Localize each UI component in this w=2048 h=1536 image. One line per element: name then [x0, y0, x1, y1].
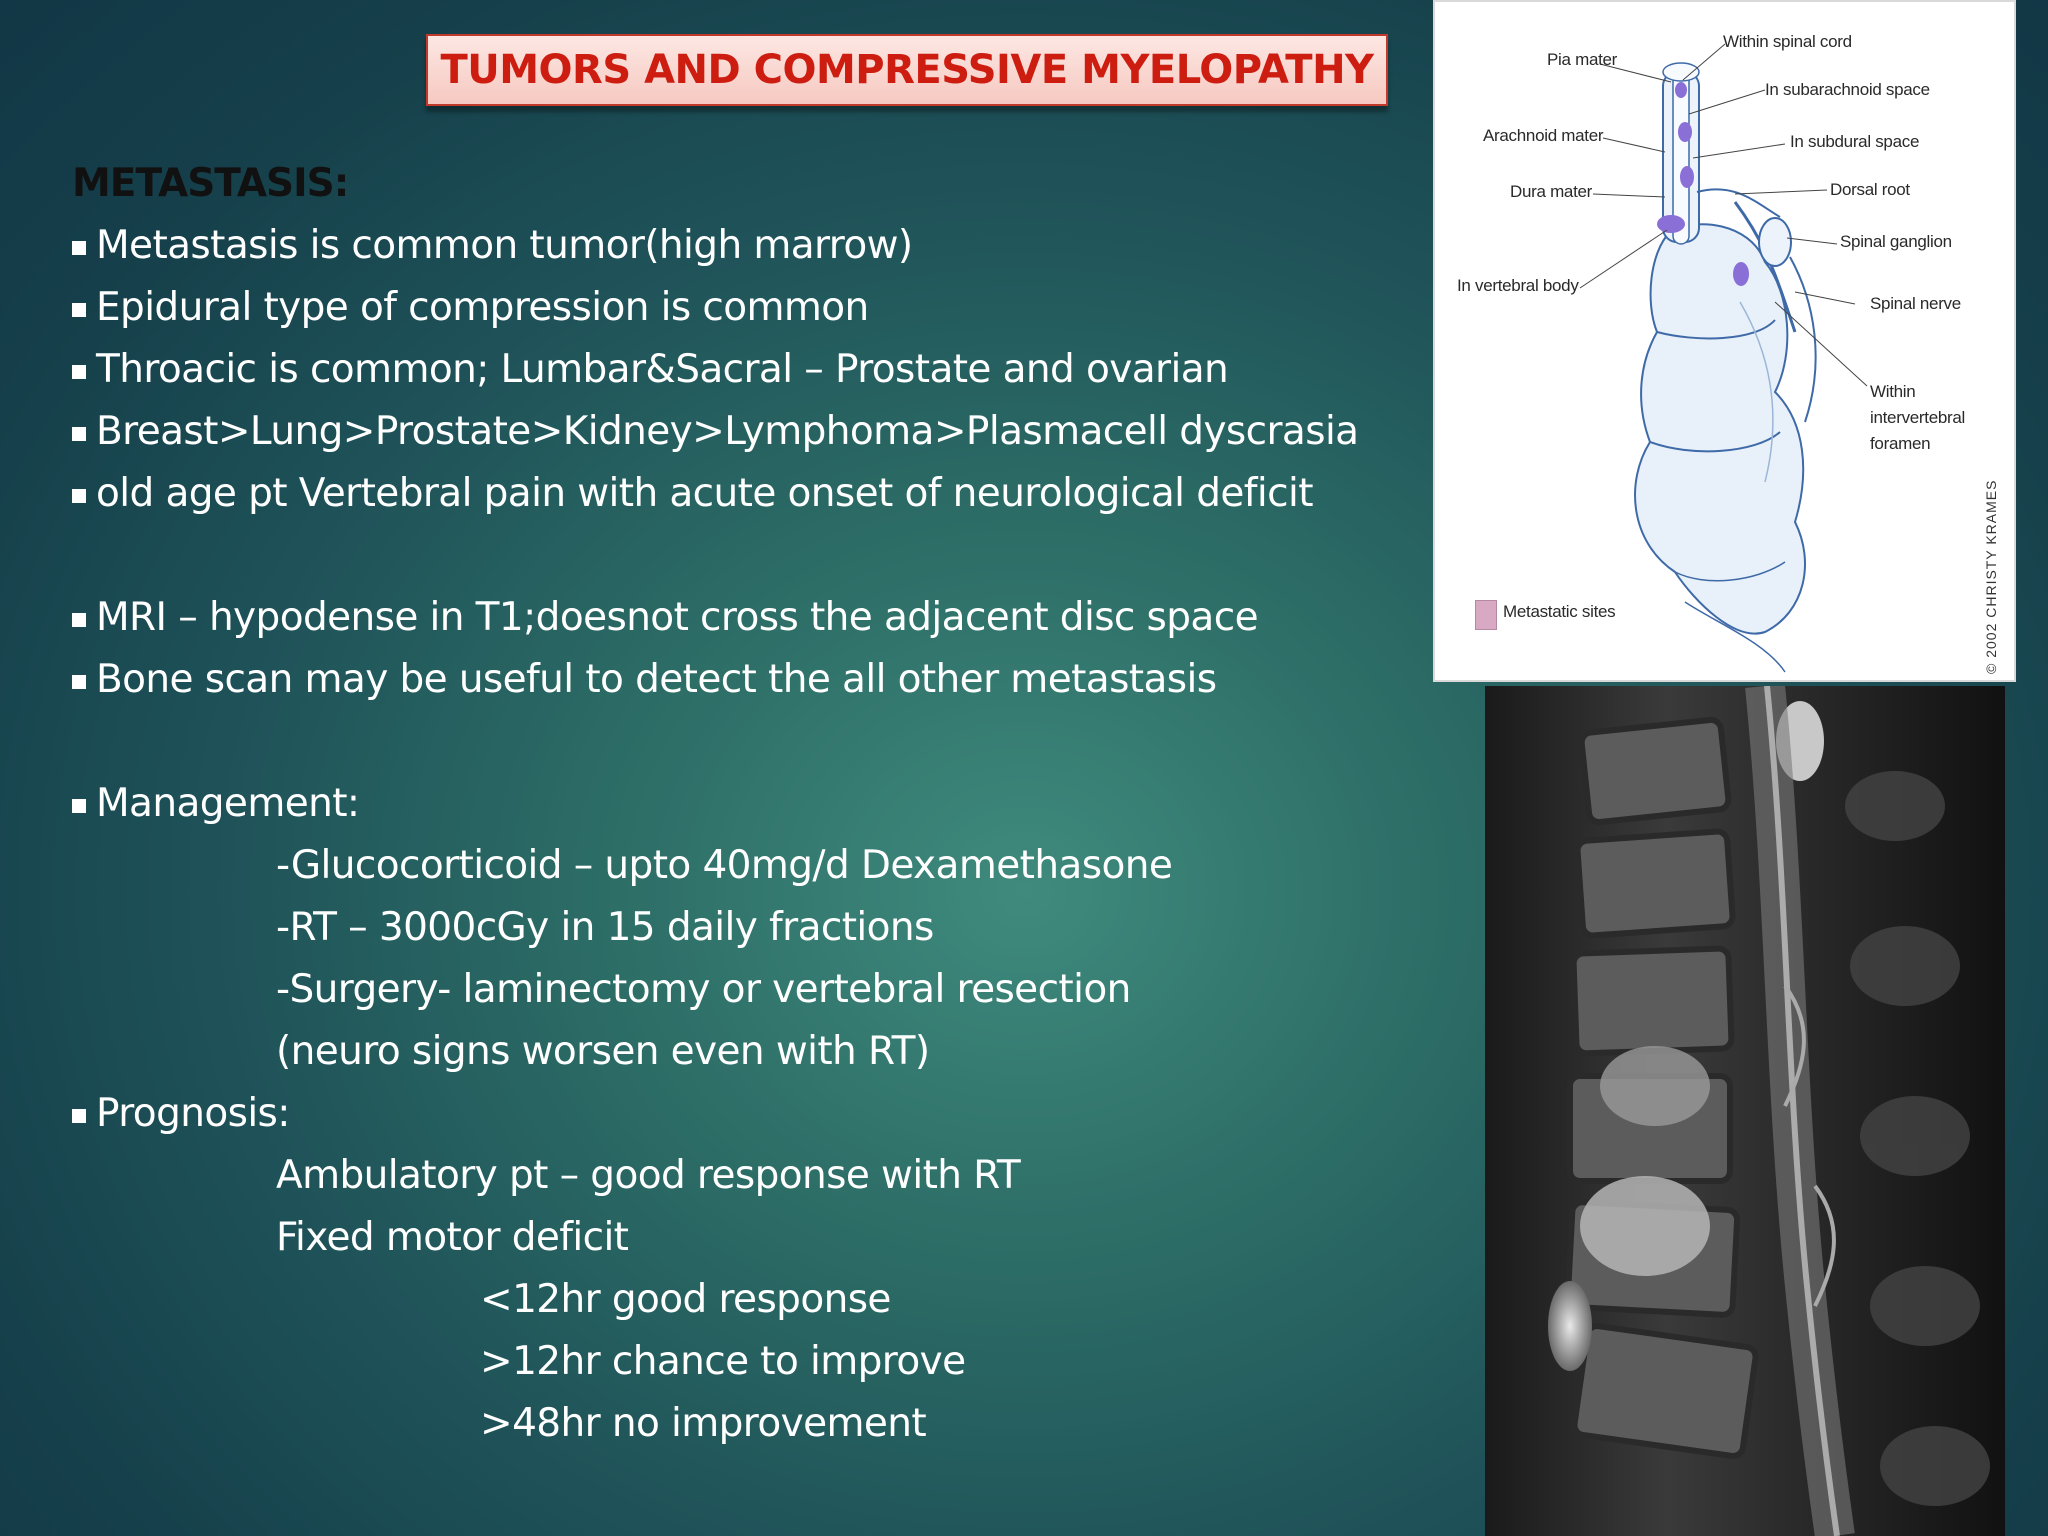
prognosis-subdetail: >12hr chance to improve: [480, 1339, 966, 1384]
bullet-square-icon: [72, 365, 86, 379]
prognosis-subdetail: <12hr good response: [480, 1277, 891, 1322]
spine-illustration: [1579, 43, 1868, 673]
bullet-text: Metastasis is common tumor(high marrow): [96, 223, 913, 268]
bullet-square-icon: [72, 241, 86, 255]
management-label: Management:: [96, 781, 360, 826]
label-within-foramen: foramen: [1870, 434, 1931, 453]
mri-illustration: [1485, 686, 2005, 1536]
label-in-vertebral-body: In vertebral body: [1457, 276, 1579, 295]
label-in-subdural-space: In subdural space: [1790, 132, 1920, 151]
bullet-text: old age pt Vertebral pain with acute ons…: [96, 471, 1314, 516]
prognosis-detail: Fixed motor deficit: [276, 1215, 629, 1260]
slide-title-box: TUMORS AND COMPRESSIVE MYELOPATHY: [426, 34, 1388, 106]
bullet-text: Throacic is common; Lumbar&Sacral – Pros…: [96, 347, 1229, 392]
bullet-square-icon: [72, 1109, 86, 1123]
bullet-square-icon: [72, 427, 86, 441]
bullet-square-icon: [72, 675, 86, 689]
label-spinal-ganglion: Spinal ganglion: [1840, 232, 1952, 251]
slide-title: TUMORS AND COMPRESSIVE MYELOPATHY: [440, 47, 1374, 93]
label-pia-mater: Pia mater: [1547, 50, 1618, 69]
bullet-text: MRI – hypodense in T1;doesnot cross the …: [96, 595, 1259, 640]
label-dura-mater: Dura mater: [1510, 182, 1593, 201]
mri-spine-image: [1485, 686, 2005, 1536]
label-dorsal-root: Dorsal root: [1830, 180, 1910, 199]
section-heading: METASTASIS:: [72, 161, 349, 206]
bullet-text: Bone scan may be useful to detect the al…: [96, 657, 1217, 702]
label-within-spinal-cord: Within spinal cord: [1723, 32, 1852, 51]
legend-swatch: [1475, 600, 1497, 630]
bullet-text: Breast>Lung>Prostate>Kidney>Lymphoma>Pla…: [96, 409, 1359, 454]
prognosis-detail: Ambulatory pt – good response with RT: [276, 1153, 1021, 1198]
copyright-text: © 2002 CHRISTY KRAMES: [1983, 479, 1999, 674]
label-spinal-nerve: Spinal nerve: [1870, 294, 1961, 313]
management-detail: -Glucocorticoid – upto 40mg/d Dexamethas…: [276, 843, 1173, 888]
spine-metastasis-diagram: Pia mater Within spinal cord In subarach…: [1433, 0, 2016, 682]
prognosis-label: Prognosis:: [96, 1091, 290, 1136]
label-arachnoid-mater: Arachnoid mater: [1483, 126, 1604, 145]
management-detail: (neuro signs worsen even with RT): [276, 1029, 930, 1074]
management-detail: -RT – 3000cGy in 15 daily fractions: [276, 905, 934, 950]
bullet-square-icon: [72, 799, 86, 813]
label-within-foramen: intervertebral: [1870, 408, 1966, 427]
label-in-subarachnoid-space: In subarachnoid space: [1765, 80, 1930, 99]
legend-label: Metastatic sites: [1503, 602, 1616, 621]
management-detail: -Surgery- laminectomy or vertebral resec…: [276, 967, 1131, 1012]
bullet-square-icon: [72, 613, 86, 627]
bullet-text: Epidural type of compression is common: [96, 285, 869, 330]
prognosis-subdetail: >48hr no improvement: [480, 1401, 927, 1446]
label-within-foramen: Within: [1870, 382, 1916, 401]
bullet-square-icon: [72, 303, 86, 317]
bullet-square-icon: [72, 489, 86, 503]
